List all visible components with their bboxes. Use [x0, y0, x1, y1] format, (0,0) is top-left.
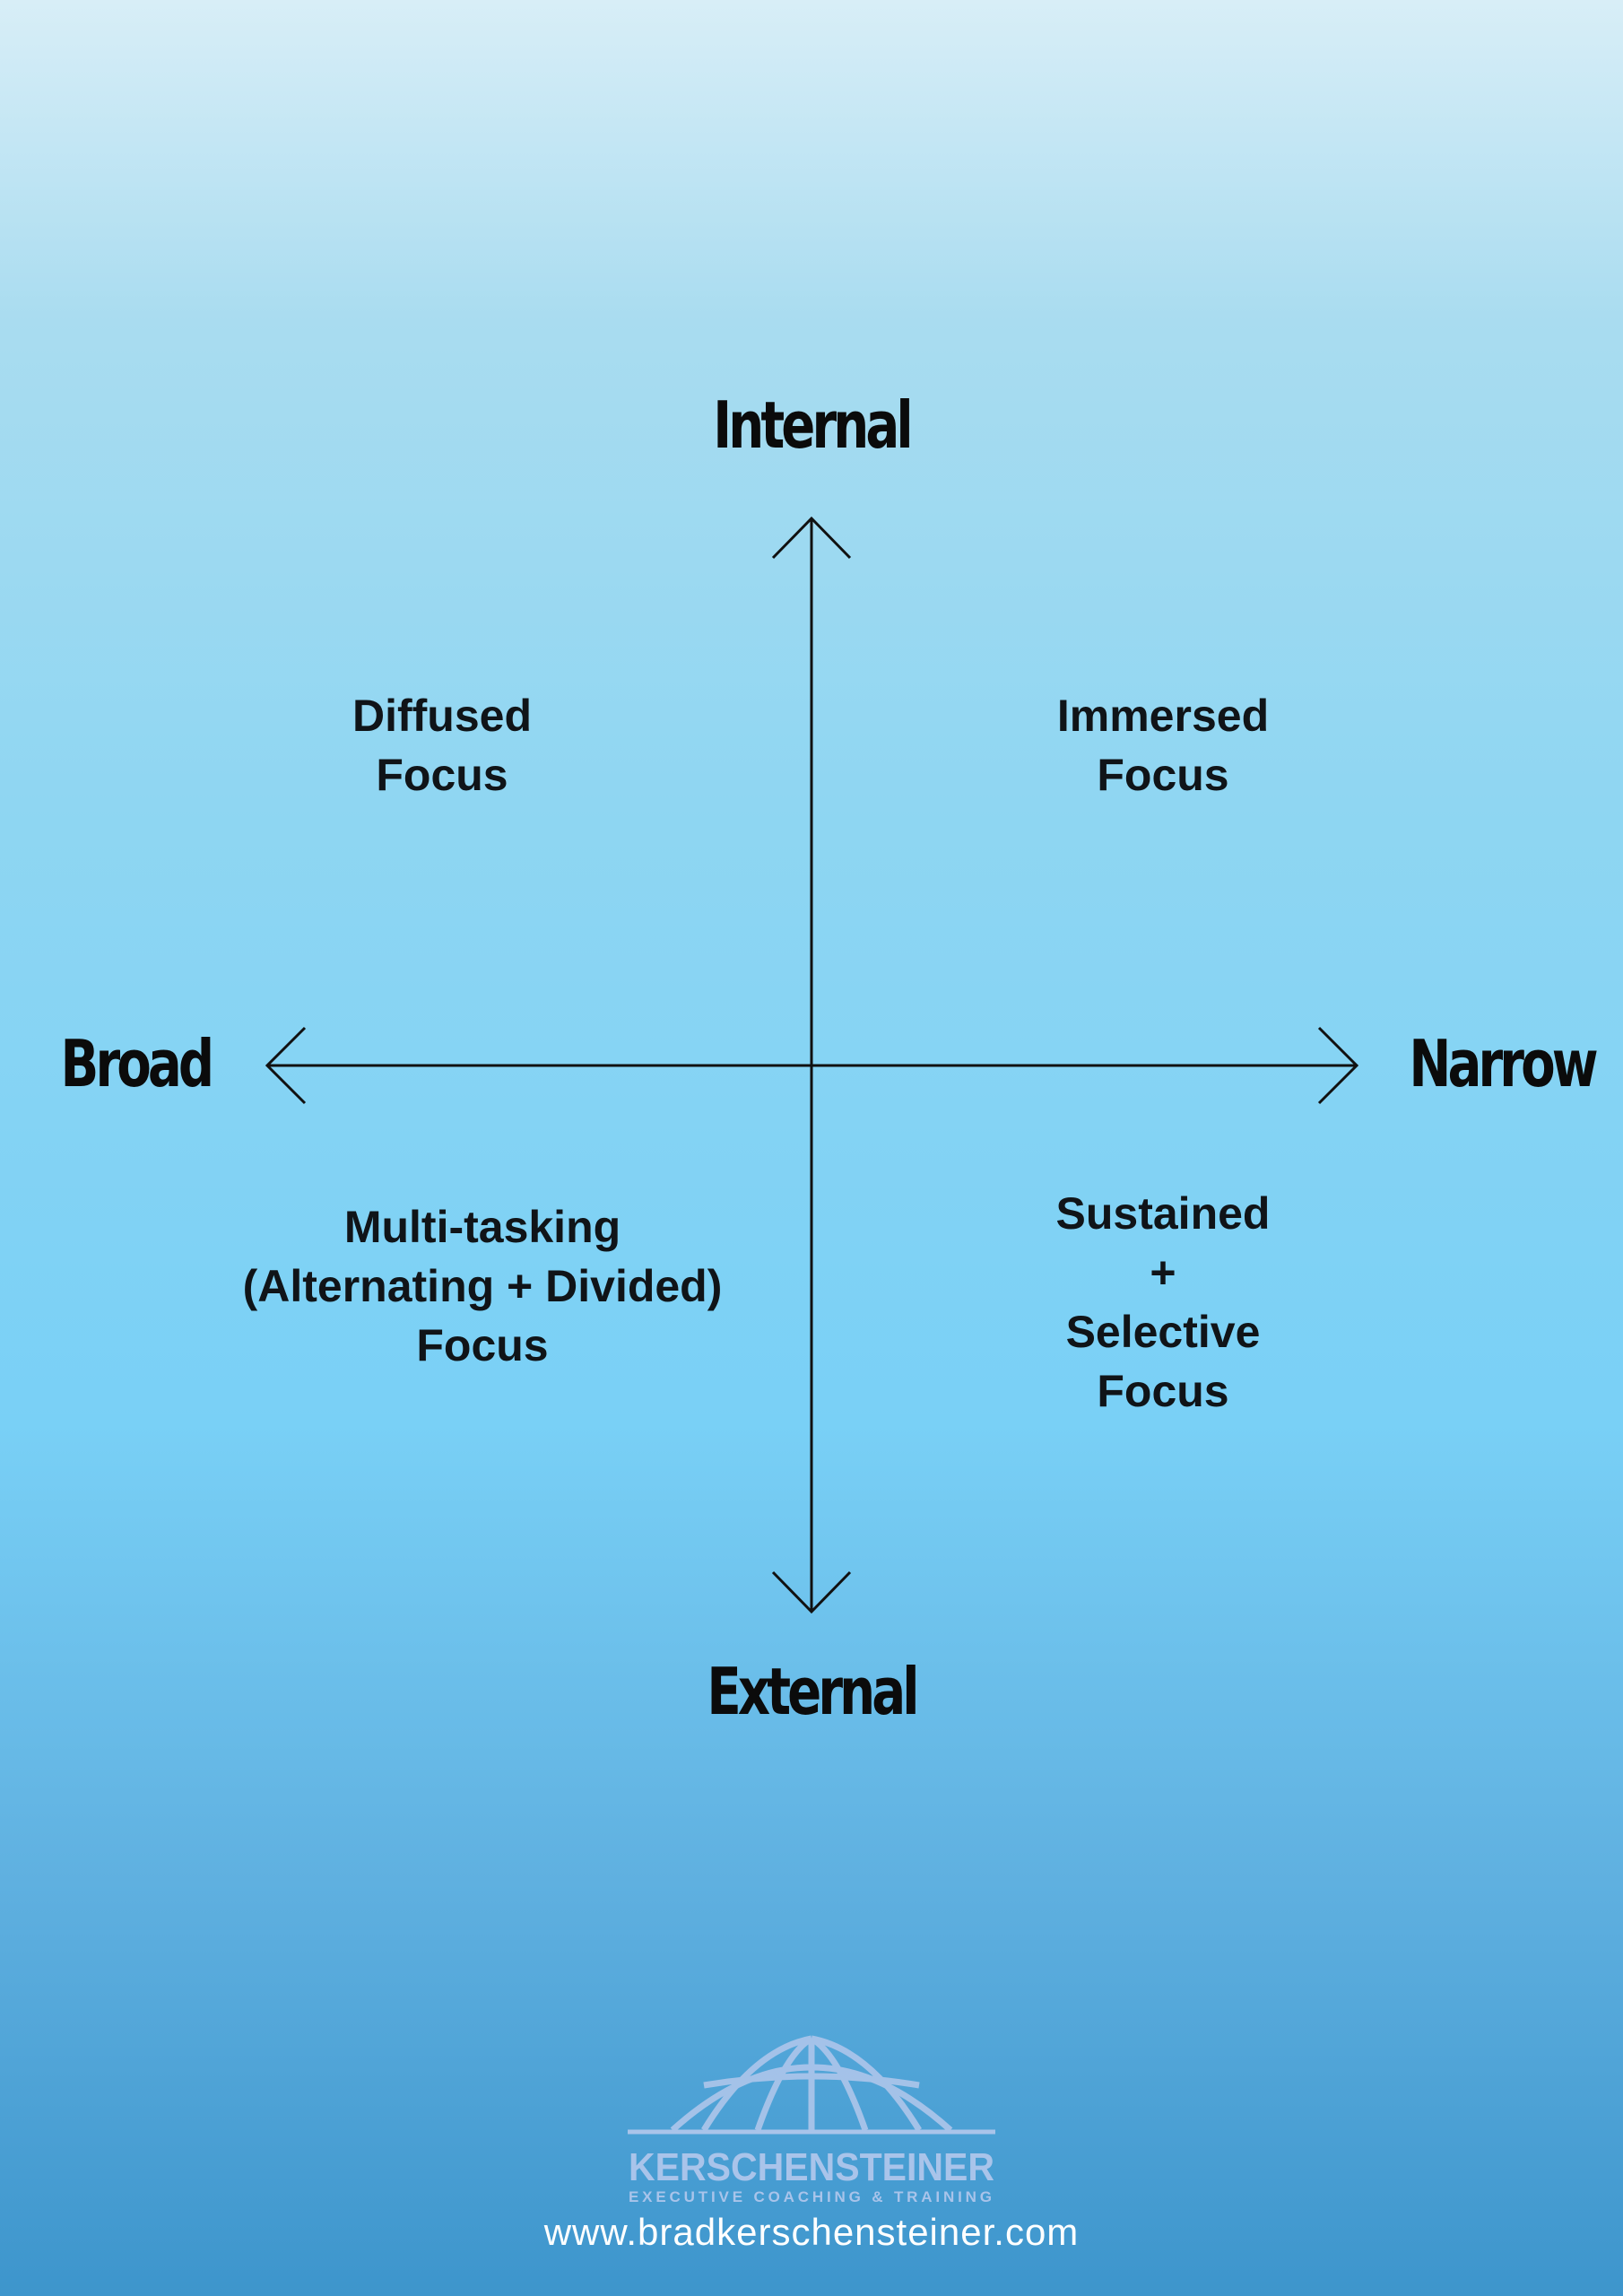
quadrant-top-right: Immersed Focus	[984, 686, 1342, 804]
quadrant-bottom-right: Sustained + Selective Focus	[984, 1184, 1342, 1421]
axis-label-broad: Broad	[60, 1026, 215, 1101]
quadrant-text: (Alternating + Divided)	[242, 1261, 723, 1311]
website-url[interactable]: www.bradkerschensteiner.com	[543, 2211, 1080, 2253]
axis-label-external: External	[707, 1654, 919, 1729]
arrow-down-icon	[771, 1570, 852, 1614]
quadrant-text: Selective	[1065, 1307, 1261, 1357]
logo-tagline: EXECUTIVE COACHING & TRAINING	[629, 2188, 994, 2205]
quadrant-text: Focus	[376, 750, 508, 800]
quadrant-text: +	[1150, 1248, 1176, 1298]
axis-label-narrow: Narrow	[1409, 1026, 1598, 1101]
quadrant-text: Immersed	[1056, 691, 1270, 741]
arrow-left-icon	[265, 1026, 307, 1105]
quadrant-text: Sustained	[1055, 1188, 1271, 1239]
globe-logo-icon: KERSCHENSTEINER EXECUTIVE COACHING & TRA…	[628, 2035, 995, 2205]
arrow-up-icon	[771, 516, 852, 560]
axis-label-internal: Internal	[713, 387, 913, 463]
kerschensteiner-logo: KERSCHENSTEINER EXECUTIVE COACHING & TRA…	[619, 2031, 1004, 2211]
arrow-right-icon	[1317, 1026, 1359, 1105]
logo-name: KERSCHENSTEINER	[629, 2145, 994, 2189]
quadrant-text: Focus	[1097, 1366, 1229, 1416]
quadrant-top-left: Diffused Focus	[263, 686, 621, 804]
quadrant-text: Diffused	[352, 691, 532, 741]
quadrant-text: Multi-tasking	[343, 1202, 621, 1252]
quadrant-text: Focus	[416, 1320, 549, 1370]
quadrant-bottom-left: Multi-tasking (Alternating + Divided) Fo…	[169, 1197, 796, 1375]
quadrant-text: Focus	[1097, 750, 1229, 800]
